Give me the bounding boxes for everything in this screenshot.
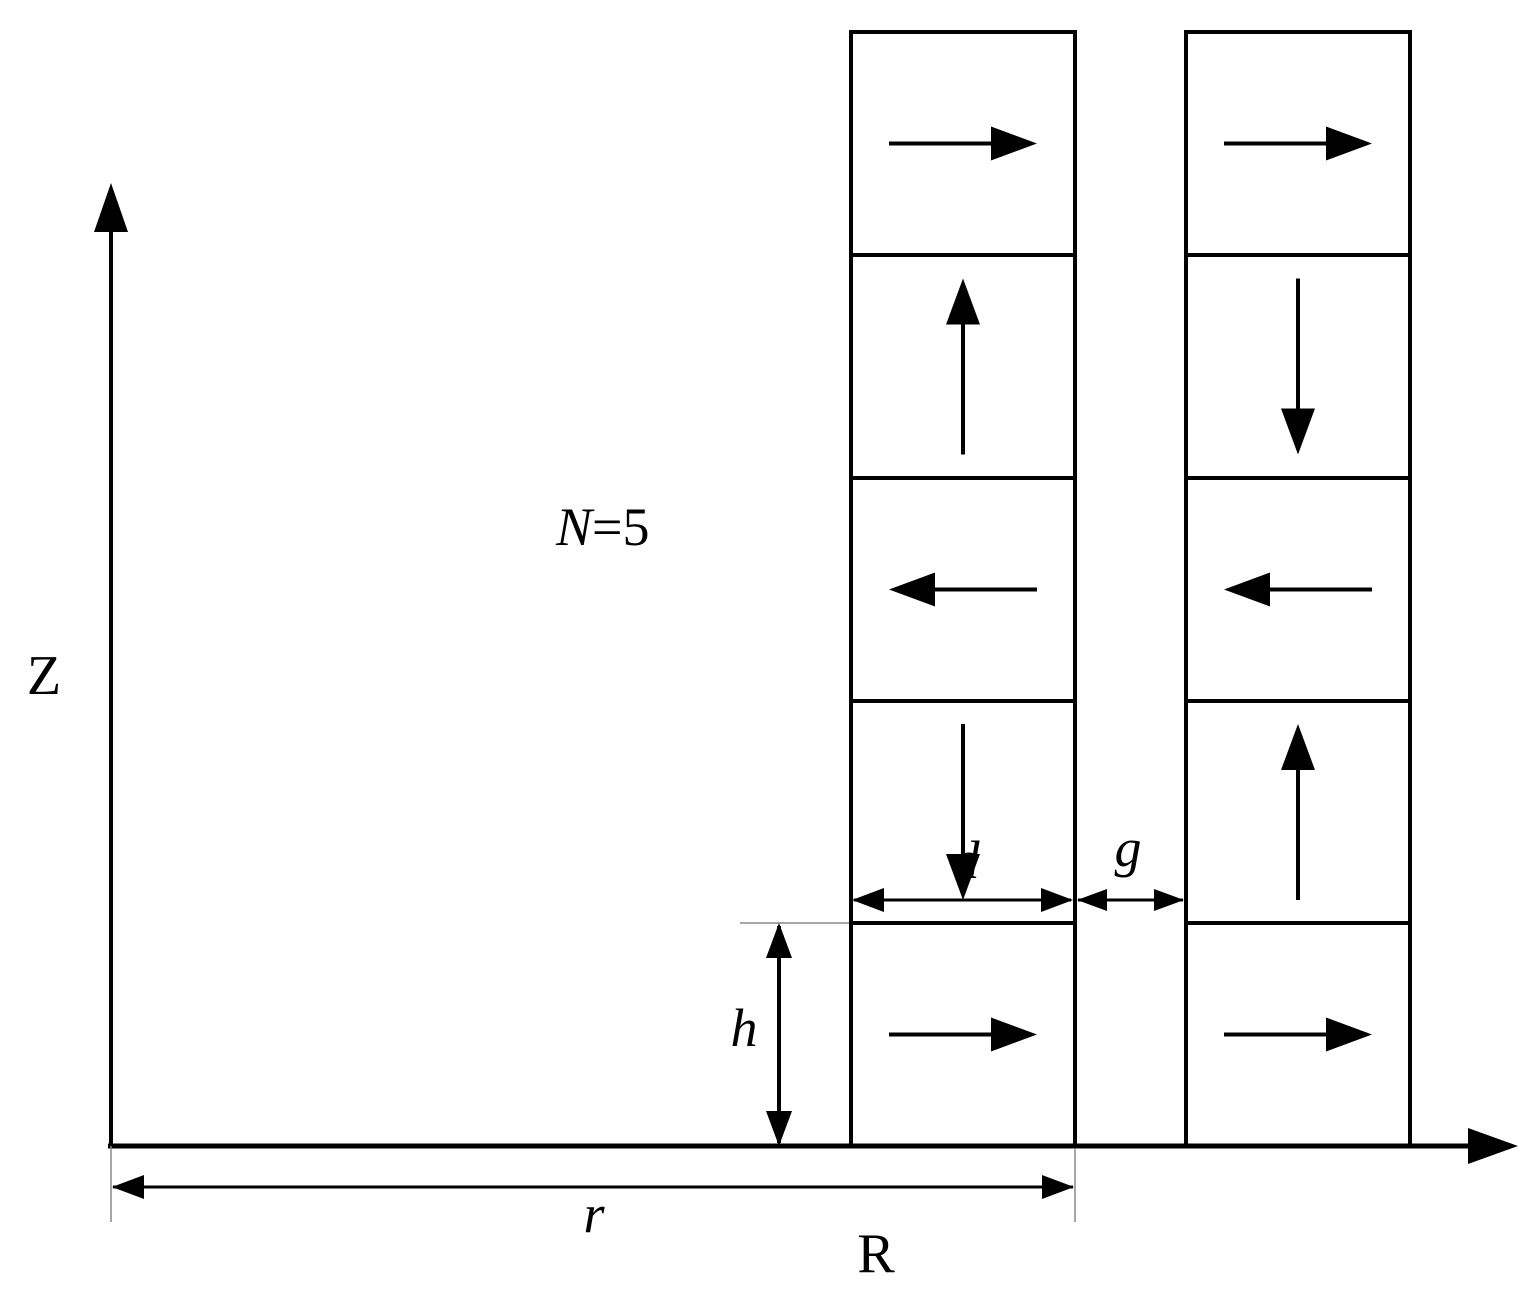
inner-magnet-block-3 xyxy=(849,476,1077,703)
inner-magnet-block-2 xyxy=(849,253,1077,480)
r-dimension-label: r xyxy=(583,1184,605,1244)
inner-magnet-column xyxy=(849,30,1077,1148)
outer-magnetization-arrow-head-2 xyxy=(1281,408,1315,455)
g-dimension-label: g xyxy=(1115,818,1142,878)
r-dimension-arrow xyxy=(112,1175,1074,1199)
z-axis-label: Z xyxy=(27,645,61,707)
n-count-variable: N xyxy=(555,497,595,557)
outer-magnet-block-2 xyxy=(1184,253,1412,480)
outer-magnet-block-1 xyxy=(1184,30,1412,257)
outer-magnet-block-5 xyxy=(1184,921,1412,1148)
z-axis xyxy=(94,183,128,1146)
r-axis-label: R xyxy=(857,1223,895,1285)
inner-magnetization-arrow-head-3 xyxy=(889,572,935,607)
outer-magnetization-arrow-head-3 xyxy=(1224,572,1270,607)
outer-magnet-column xyxy=(1184,30,1412,1148)
n-count-value: =5 xyxy=(592,497,649,557)
inner-magnetization-arrow-head-5 xyxy=(991,1017,1037,1052)
inner-magnetization-arrow-head-4 xyxy=(946,854,980,900)
outer-magnet-block-4 xyxy=(1184,699,1412,925)
outer-magnetization-arrow-head-1 xyxy=(1326,126,1372,161)
h-dimension-label: h xyxy=(731,998,758,1058)
h-dimension-arrow xyxy=(766,923,792,1146)
inner-magnetization-arrow-head-2 xyxy=(946,278,980,325)
outer-magnetization-arrow-head-4 xyxy=(1281,724,1315,770)
outer-magnetization-arrow-head-5 xyxy=(1326,1017,1372,1052)
n-count-label: N=5 xyxy=(555,497,650,557)
inner-magnetization-arrow-head-1 xyxy=(991,126,1037,161)
d-dimension-label: d xyxy=(953,830,981,890)
inner-magnet-block-1 xyxy=(849,30,1077,257)
outer-magnet-outline-5 xyxy=(1184,921,1412,1148)
inner-magnet-outline-5 xyxy=(849,921,1077,1148)
d-dimension-arrow xyxy=(852,888,1073,912)
inner-magnet-block-5 xyxy=(849,921,1077,1148)
dimension-guides xyxy=(110,922,1076,1222)
outer-magnet-block-3 xyxy=(1184,476,1412,703)
g-dimension-arrow xyxy=(1077,889,1184,911)
